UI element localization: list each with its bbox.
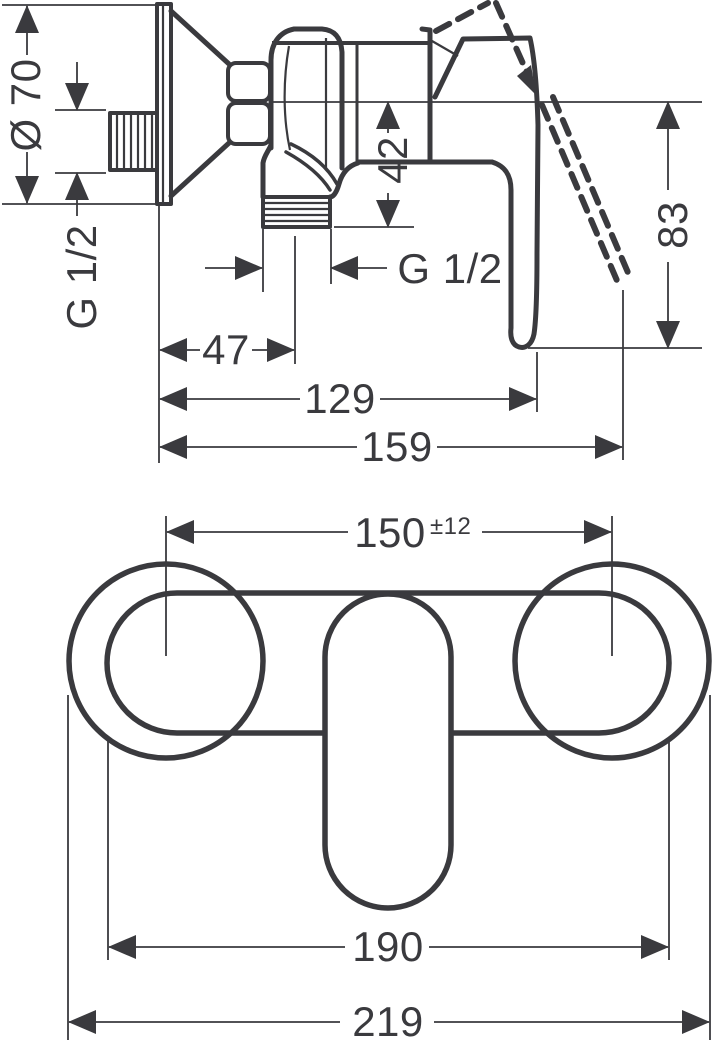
side-view-drawing: Ø 70 G 1/2 42 83 G 1/2 47 129 159: [2, 0, 702, 470]
dim-label-219: 219: [352, 998, 424, 1045]
handle-lever-outline: [432, 35, 541, 350]
dim-label-159: 159: [361, 423, 433, 470]
elbow-seam-lower: [284, 150, 332, 192]
handle-arc-arrowhead: [517, 65, 536, 95]
body-bulb-outline: [268, 26, 345, 171]
dim-label-outlet-thread: G 1/2: [397, 245, 502, 292]
hex-nut-upper-flat: [226, 61, 272, 103]
dim-label-wall-thread: G 1/2: [58, 224, 105, 329]
front-view-dimension-lines: [67, 516, 711, 1040]
outlet-left-edge: [260, 142, 274, 200]
dim-label-47: 47: [202, 326, 250, 373]
handle-raised-dashed: [433, 0, 536, 89]
dim-label-150-tolerance: ±12: [430, 513, 471, 540]
wall-thread-hatch: [115, 113, 154, 170]
handle-pivot-line: [419, 26, 433, 165]
dim-label-129: 129: [304, 375, 376, 422]
handle-pivot-detail: [431, 40, 459, 57]
dim-label-83: 83: [649, 201, 696, 249]
handle-front: [322, 591, 454, 911]
front-view-drawing: 150 ±12 190 219: [66, 509, 712, 1045]
elbow-seam-upper: [289, 142, 339, 186]
side-view-dimension-lines: [2, 4, 702, 463]
outlet-thread-hatch: [264, 201, 329, 223]
dim-label-190: 190: [352, 923, 424, 970]
hex-nut-lower-flat: [226, 101, 272, 146]
dim-label-42: 42: [369, 136, 416, 184]
dim-label-150: 150: [354, 509, 426, 556]
outlet-right-fillet: [327, 160, 361, 200]
handle-open-dashed: [539, 94, 632, 286]
dim-label-escutcheon-diameter: Ø 70: [2, 58, 49, 151]
bulb-cap-seam: [283, 45, 292, 151]
wall-thread-pipe: [108, 111, 159, 172]
outlet-thread-block: [261, 195, 332, 229]
s-union-cone: [168, 8, 232, 199]
